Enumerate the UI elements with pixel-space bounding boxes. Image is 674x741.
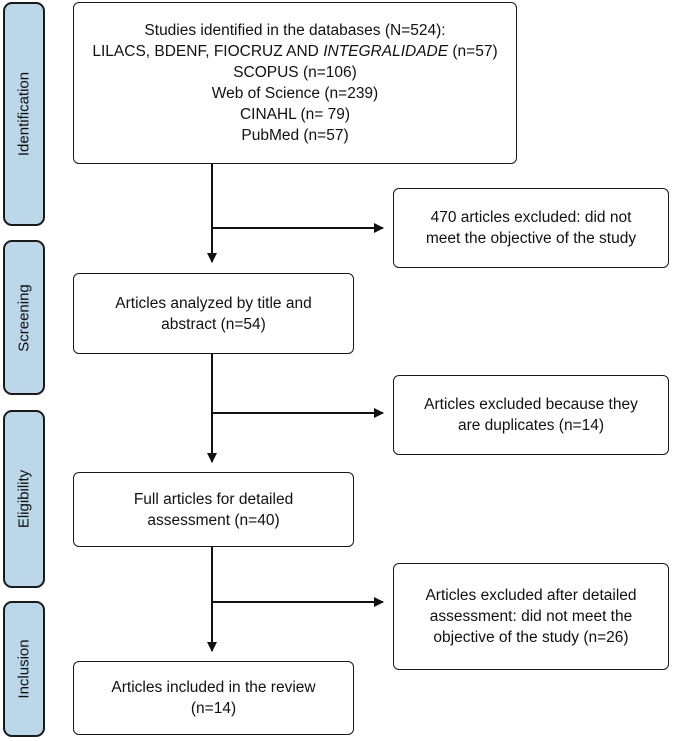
phase-inclusion: Inclusion xyxy=(3,601,45,737)
identification-box: Studies identified in the databases (N=5… xyxy=(73,2,517,164)
identification-db2: SCOPUS (n=106) xyxy=(233,64,357,81)
excluded-box-duplicates: Articles excluded because they are dupli… xyxy=(393,375,669,455)
phase-identification: Identification xyxy=(3,2,45,226)
excluded-box-objective: 470 articles excluded: did not meet the … xyxy=(393,188,669,268)
identification-db3: Web of Science (n=239) xyxy=(211,85,379,102)
phase-eligibility: Eligibility xyxy=(3,410,45,588)
inclusion-box: Articles included in the review (n=14) xyxy=(73,661,354,735)
eligibility-box: Full articles for detailed assessment (n… xyxy=(73,472,354,547)
identification-db4: CINAHL (n= 79) xyxy=(239,106,351,123)
excluded-box-detailed-assessment: Articles excluded after detailed assessm… xyxy=(393,563,669,670)
identification-db5: PubMed (n=57) xyxy=(241,127,349,144)
phase-screening: Screening xyxy=(3,240,45,395)
identification-title: Studies identified in the databases (N=5… xyxy=(144,22,446,39)
identification-db1: LILACS, BDENF, FIOCRUZ AND INTEGRALIDADE… xyxy=(92,43,498,60)
screening-box: Articles analyzed by title and abstract … xyxy=(73,273,354,354)
